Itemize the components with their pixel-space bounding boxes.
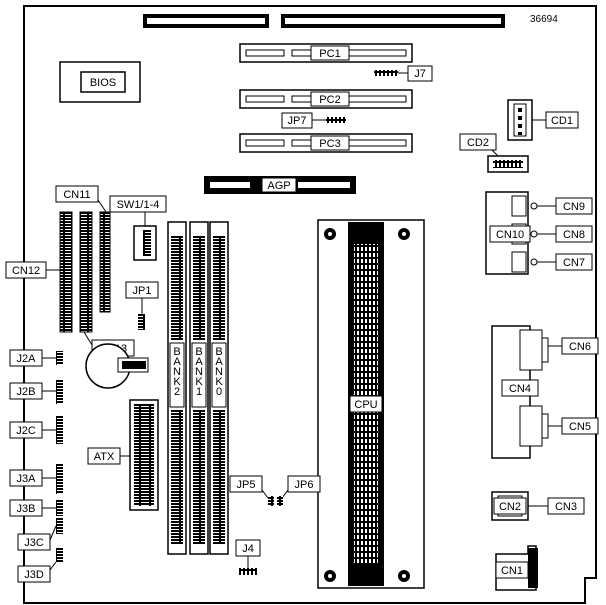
cn2-label: CN2	[499, 501, 521, 513]
j3a-label: J3A	[17, 473, 37, 485]
j2c-group: J2C	[9, 416, 63, 444]
pci-slot-3: PC3	[239, 133, 413, 153]
cn11-header-b	[99, 211, 111, 313]
dimm-bank-1	[189, 221, 209, 555]
cd1-connector	[507, 99, 533, 141]
jp7-label: JP7	[288, 115, 307, 127]
jp7-header	[326, 117, 346, 123]
cn4-label: CN4	[509, 383, 531, 395]
cn4-connector-stack	[491, 325, 549, 459]
jp5-header	[268, 496, 274, 506]
j2b-label: J2B	[17, 386, 36, 398]
cn1-label: CN1	[501, 565, 523, 577]
pci-slot-3-label: PC3	[319, 138, 340, 150]
cn9-label: CN9	[563, 201, 585, 213]
agp-label: AGP	[267, 180, 290, 192]
j4-label: J4	[242, 543, 254, 555]
board-outline	[23, 5, 597, 604]
jp5-label: JP5	[237, 479, 256, 491]
cpu-slot: CPU	[317, 219, 425, 589]
sw-label: SW1/1-4	[117, 199, 160, 211]
j2a-label: J2A	[17, 353, 37, 365]
j7-header	[374, 70, 398, 76]
cn8-label: CN8	[563, 229, 585, 241]
cd2-label: CD2	[467, 137, 489, 149]
bank1-label: BANK1	[193, 346, 205, 396]
atx-label: ATX	[94, 451, 115, 463]
dimm-bank-2	[167, 221, 187, 555]
j3c-label: J3C	[24, 537, 44, 549]
cn10-label: CN10	[496, 229, 524, 241]
cn6-label: CN6	[569, 341, 591, 353]
cn12-label: CN12	[12, 265, 40, 277]
cn12-header	[59, 211, 73, 333]
dimm-bank-0	[209, 221, 229, 555]
pci-slot-2-label: PC2	[319, 94, 340, 106]
jp1-header	[138, 314, 145, 330]
jp1-label: JP1	[133, 285, 152, 297]
cn11-header	[79, 211, 93, 333]
bank0-label: BANK0	[213, 346, 225, 396]
j3d-group: J3D	[17, 548, 63, 583]
cd2-connector	[487, 155, 529, 173]
bank2-label: BANK2	[171, 346, 183, 396]
cd1-label: CD1	[551, 115, 573, 127]
jp6-label: JP6	[295, 479, 314, 491]
j7-label: J7	[414, 68, 426, 80]
j3c-group: J3C	[17, 518, 63, 551]
bios-label: BIOS	[90, 77, 116, 89]
jp6-header	[277, 496, 283, 506]
pci-slot-2: PC2	[239, 89, 413, 109]
cn3-label: CN3	[555, 501, 577, 513]
j4-header	[239, 568, 257, 575]
diagram-code: 36694	[530, 14, 558, 25]
j2b-group: J2B	[9, 380, 63, 404]
pci-slot-1-label: PC1	[319, 48, 340, 60]
j2a-group: J2A	[9, 349, 63, 367]
agp-slot: AGP	[204, 176, 356, 194]
cn11-label: CN11	[63, 189, 90, 201]
j3b-label: J3B	[17, 503, 36, 515]
bios-outline	[59, 61, 141, 103]
j3b-group: J3B	[9, 499, 63, 517]
dip-switch-sw1	[133, 225, 157, 261]
j3d-label: J3D	[24, 569, 44, 581]
cn5-label: CN5	[569, 421, 591, 433]
cn7-label: CN7	[563, 257, 585, 269]
cpu-label: CPU	[354, 399, 377, 411]
j2c-label: J2C	[16, 425, 36, 437]
pci-slot-1: PC1	[239, 43, 413, 63]
atx-connector	[129, 399, 159, 511]
j3a-group: J3A	[9, 464, 63, 494]
